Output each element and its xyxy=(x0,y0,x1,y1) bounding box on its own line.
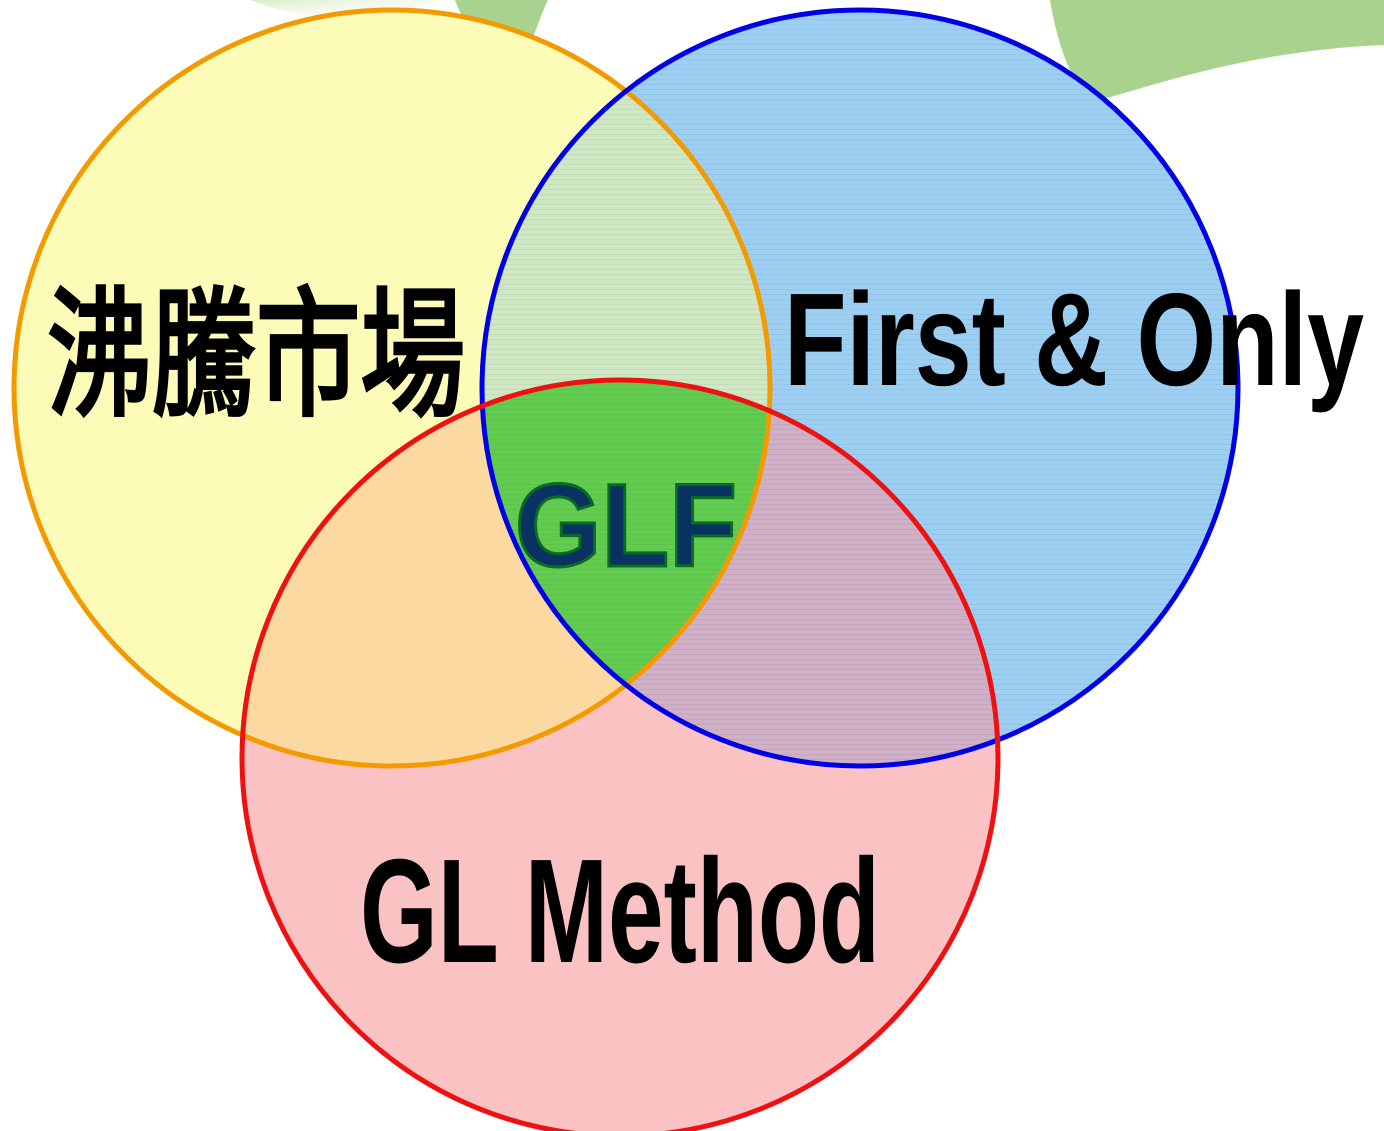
label-boiling-market: 沸騰市場 xyxy=(47,277,465,434)
label-first-and-only: First & Only xyxy=(784,266,1364,413)
leaf-decoration-right xyxy=(1050,0,1384,100)
label-glf: GLF xyxy=(515,460,737,592)
circle-first-and-only-outline xyxy=(479,7,1241,769)
blue-texture xyxy=(482,10,1238,766)
circle-boiling-market-outline xyxy=(11,7,773,769)
label-gl-method: GL Method xyxy=(360,829,880,994)
leaf-decoration-left xyxy=(250,0,440,19)
circle-gl-method-outline xyxy=(239,377,1001,1131)
